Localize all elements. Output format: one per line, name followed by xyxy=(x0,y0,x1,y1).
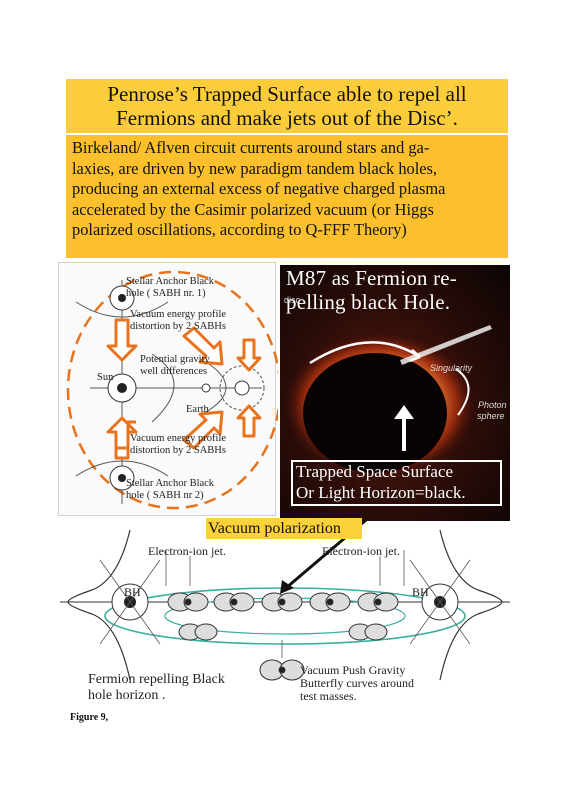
trapped-line-2: Or Light Horizon=black. xyxy=(296,483,466,502)
field-lines xyxy=(99,550,471,658)
vacuum-polarization-banner xyxy=(206,518,362,539)
trapped-surface-text: Trapped Space Surface Or Light Horizon=b… xyxy=(296,461,502,503)
butterfly-7 xyxy=(348,623,388,641)
bh-label-right: BH xyxy=(412,585,429,599)
m87-title-line-1: M87 as Fermion re- xyxy=(286,266,457,290)
butterfly-6 xyxy=(178,623,218,641)
energy-profile-bottom xyxy=(75,460,169,477)
description-line-4: accelerated by the Casimir polarized vac… xyxy=(72,199,434,219)
photon-label-2: sphere xyxy=(477,411,505,421)
vacuum-polarization-label: Vacuum polarization xyxy=(208,520,341,537)
orange-arrows xyxy=(106,318,262,460)
sabh-1 xyxy=(109,285,135,311)
description-line-2: laxies, are driven by new paradigm tande… xyxy=(72,158,438,178)
disc-arrowhead xyxy=(409,349,421,363)
butterfly-masses xyxy=(167,592,399,681)
gravity-well-curve xyxy=(151,353,175,423)
earth-body xyxy=(219,365,265,411)
figure-caption: Figure 9, xyxy=(70,712,109,723)
energy-profile-top xyxy=(75,301,169,318)
black-hole-shadow xyxy=(303,353,447,473)
singularity-label: Singularity xyxy=(430,363,473,373)
description-banner xyxy=(66,135,508,258)
circuit-ellipse xyxy=(66,270,278,510)
jet-label-right: Electron-ion jet. xyxy=(322,544,400,558)
m87-title: M87 as Fermion re- pelling black Hole. xyxy=(286,266,510,314)
title-line-2: Fermions and make jets out of the Disc’. xyxy=(116,106,458,130)
description-line-3: producing an external excess of negative… xyxy=(72,179,446,198)
trapped-surface-box xyxy=(291,460,502,506)
butterfly-3 xyxy=(261,592,303,612)
photon-arrow xyxy=(455,368,470,416)
photon-label-1: Photon xyxy=(478,400,507,410)
butterfly-4 xyxy=(309,592,351,612)
sun-body xyxy=(107,373,137,403)
sun-label: Sun xyxy=(97,372,114,383)
tandem-black-hole-drawing xyxy=(66,270,278,510)
disc-arrow xyxy=(309,341,421,365)
m87-black-hole-image: disc Singularity Photon sphere xyxy=(280,265,510,521)
arrow-diagonal-bottom xyxy=(182,410,224,450)
m87-title-line-2: pelling black Hole. xyxy=(286,290,451,314)
description-text: Birkeland/ Aflven circuit currents aroun… xyxy=(72,138,504,241)
trapped-arrowhead xyxy=(394,405,414,419)
vacuum-polarization-diagram xyxy=(60,520,510,681)
butterfly-8 xyxy=(259,659,305,681)
earth-label: Earth xyxy=(186,404,209,415)
title-text: Penrose’s Trapped Surface able to repel … xyxy=(66,82,508,130)
jet-label-left: Electron-ion jet. xyxy=(148,544,226,558)
arrow-right-top xyxy=(236,338,262,372)
arrow-up-down-top xyxy=(106,318,138,362)
title-banner xyxy=(66,79,508,133)
jet xyxy=(400,325,492,365)
description-line-5: polarized oscillations, according to Q-F… xyxy=(72,220,407,239)
arrow-diagonal-top xyxy=(182,326,224,366)
disc-label: disc xyxy=(284,295,301,305)
description-line-1: Birkeland/ Aflven circuit currents aroun… xyxy=(72,138,430,157)
small-body xyxy=(201,383,211,393)
arrow-right-bottom xyxy=(236,404,262,438)
butterfly-5 xyxy=(357,592,399,612)
bh-label-left: BH xyxy=(124,585,141,599)
title-line-1: Penrose’s Trapped Surface able to repel … xyxy=(107,82,467,106)
butterfly-2 xyxy=(213,592,255,612)
pointer-arrowhead xyxy=(280,580,294,594)
trapped-line-1: Trapped Space Surface xyxy=(296,462,454,481)
sabh-2 xyxy=(109,465,135,491)
arrow-shaft xyxy=(116,420,136,450)
butterfly-1 xyxy=(167,592,209,612)
earth-well-curve xyxy=(205,361,227,413)
